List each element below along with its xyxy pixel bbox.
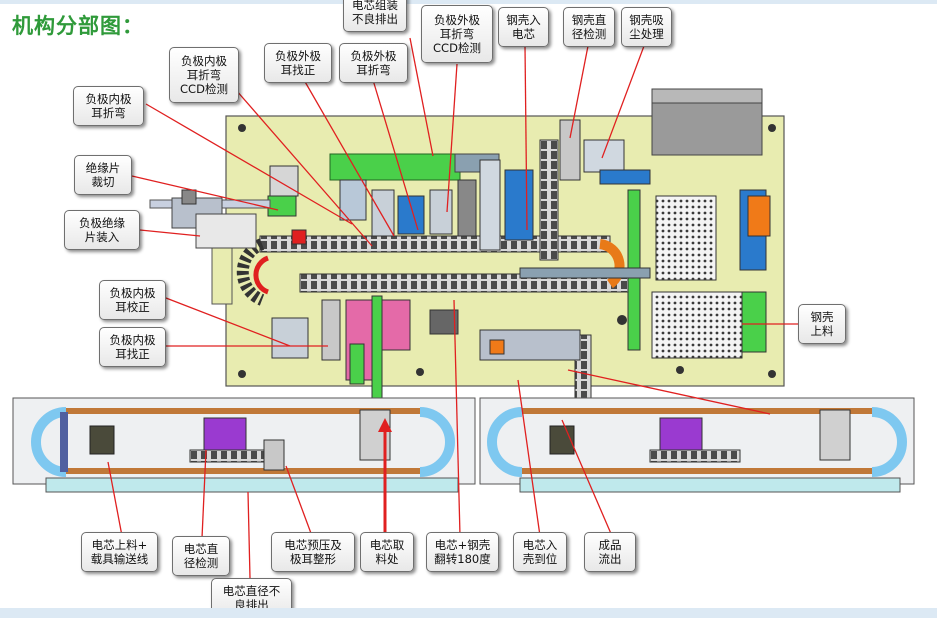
top-stations [267, 119, 651, 251]
red-guide [253, 255, 270, 295]
callout-can-feed: 钢壳 上料 [798, 304, 846, 344]
top-accent-bar [0, 0, 937, 4]
insulation-feeder [149, 189, 271, 249]
can-feed-cabinet [651, 88, 763, 156]
callout-neg-inner-bend-ccd: 负极内极 耳折弯 CCD检测 [169, 47, 239, 103]
callout-cell-diameter-check: 电芯直 径检测 [172, 536, 230, 576]
can-grid-lower [651, 291, 743, 359]
callout-can-diameter-check: 钢壳直 径检测 [563, 7, 615, 47]
callout-neg-inner-correct: 负极内极 耳校正 [99, 280, 166, 320]
transfer-rail [519, 267, 651, 279]
leader-lines [107, 37, 798, 579]
vertical-chain [539, 139, 559, 261]
callout-insulation-cut: 绝缘片 裁切 [74, 155, 132, 195]
callout-cell-pickup: 电芯取 料处 [360, 532, 414, 572]
middle-assemblies [271, 295, 459, 409]
can-grid-upper [655, 195, 717, 281]
green-lift [741, 291, 767, 353]
callout-neg-inner-bend: 负极内极 耳折弯 [73, 86, 144, 126]
callout-cell-into-can: 电芯入 壳到位 [513, 532, 567, 572]
callout-cell-feed-conveyor: 电芯上料+ 载具输送线 [81, 532, 158, 572]
orange-block [747, 195, 771, 237]
callout-neg-inner-find: 负极内极 耳找正 [99, 327, 166, 367]
bottom-accent-bar [0, 608, 937, 618]
callout-product-out: 成品 流出 [584, 532, 636, 572]
right-conveyor [479, 397, 915, 493]
callout-neg-insulation-load: 负极绝缘 片装入 [64, 210, 140, 250]
left-conveyor [12, 397, 476, 493]
callout-neg-outer-find: 负极外极 耳找正 [264, 43, 332, 83]
right-chain-turn [599, 239, 625, 289]
callout-neg-outer-bend-ccd: 负极外极 耳折弯 CCD检测 [421, 5, 493, 63]
callout-cell-group-reject: 电芯组装 不良排出 [343, 0, 407, 32]
page-title: 机构分部图： [12, 14, 144, 38]
callout-can-insert-cell: 钢壳入 电芯 [498, 7, 549, 47]
callout-can-dust: 钢壳吸 尘处理 [621, 7, 672, 47]
callout-cell-press-shape: 电芯预压及 极耳整形 [271, 532, 355, 572]
flip-orange [489, 339, 505, 355]
callout-neg-outer-bend: 负极外极 耳折弯 [339, 43, 408, 83]
pickup-arrow-head [378, 418, 392, 432]
callout-cell-can-flip: 电芯+钢壳 翻转180度 [426, 532, 499, 572]
